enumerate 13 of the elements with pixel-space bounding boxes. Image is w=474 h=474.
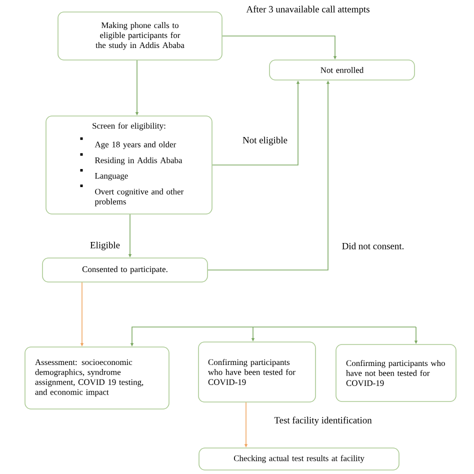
edge-label: Test facility identification (273, 416, 373, 426)
process-box: Making phone calls to eligible participants for the study in Addis Ababa (58, 12, 222, 60)
process-box: Not enrolled (269, 60, 415, 80)
edge-label: After 3 unavailable call attempts (245, 4, 371, 16)
process-box: Consented to participate. (42, 258, 208, 282)
edge-label: Did not consent. (340, 242, 406, 250)
process-box: Checking actual test results at facility (198, 448, 400, 470)
process-box: Confirming participants who have not been tested for COVID-19 (336, 344, 456, 402)
process-box: Confirming participants who have been tested for COVID-19 (198, 342, 316, 402)
process-box: Screen for eligibility: Age 18 years and older Residing in Addis Ababa Language Overt cognitive and other problems (46, 116, 212, 214)
process-box: Assessment: socioeconomic demographics, syndrome assignment, COVID 19 testing, and economic impact (24, 346, 170, 410)
edge-label: Not eligible (242, 136, 288, 146)
edge-label: Eligible (89, 240, 121, 252)
